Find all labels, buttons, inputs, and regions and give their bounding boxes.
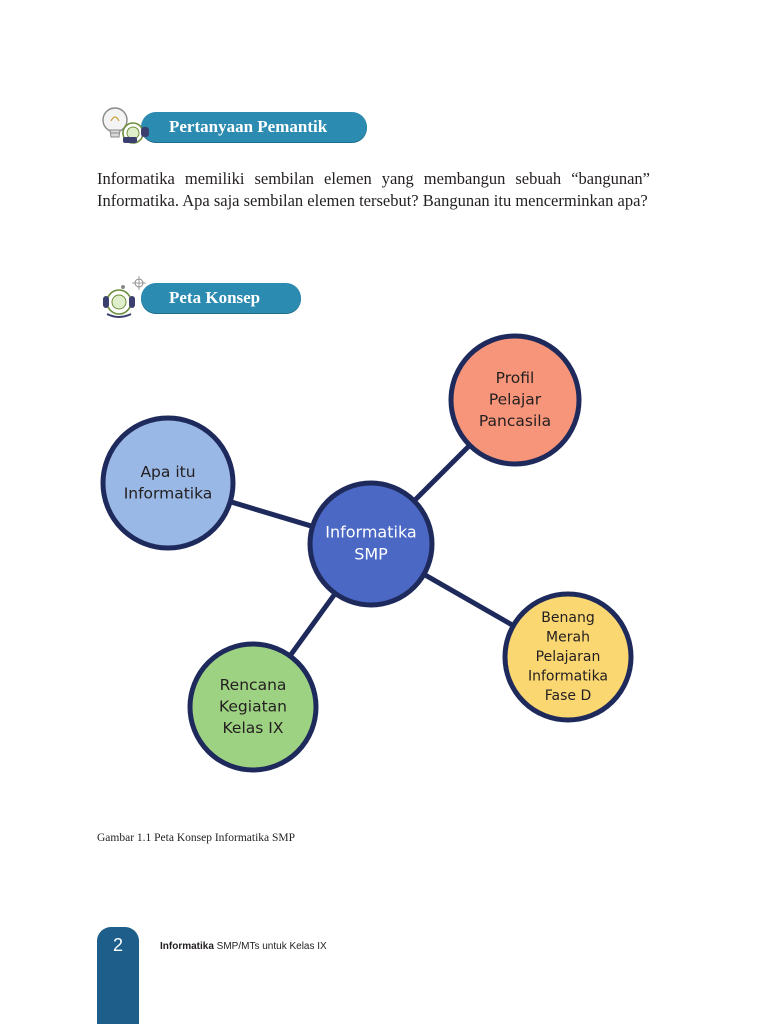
section-header-pertanyaan-pemantik: Pertanyaan Pemantik [97, 103, 367, 151]
running-footer: Informatika SMP/MTs untuk Kelas IX [160, 941, 327, 952]
concept-label: Benang [541, 610, 594, 626]
concept-label: Merah [546, 630, 590, 646]
lightbulb-icon [97, 103, 157, 151]
section-title: Pertanyaan Pemantik [169, 117, 327, 137]
concept-label: Kelas IX [223, 719, 284, 737]
concept-label: Informatika [528, 669, 608, 685]
concept-circle [103, 418, 233, 548]
concept-label: Pelajar [489, 391, 542, 409]
atom-lightbulb-icon [97, 274, 157, 322]
concept-edge [414, 445, 470, 501]
concept-label: Pancasila [479, 412, 551, 430]
concept-label: Pelajaran [536, 649, 601, 665]
concept-label: Fase D [545, 688, 591, 704]
concept-edge [230, 502, 312, 527]
concept-label: Profil [496, 369, 535, 387]
section-title-pill: Peta Konsep [141, 283, 301, 313]
book-title-rest: SMP/MTs untuk Kelas IX [214, 941, 327, 952]
page-number-tab: 2 [97, 927, 139, 1024]
concept-edge [424, 574, 513, 625]
section-header-peta-konsep: Peta Konsep [97, 274, 301, 322]
section-title: Peta Konsep [169, 288, 260, 308]
section-title-pill: Pertanyaan Pemantik [141, 112, 367, 142]
concept-label: Rencana [220, 676, 287, 694]
concept-edge [290, 593, 335, 656]
concept-label: Informatika [325, 523, 416, 542]
page-number: 2 [97, 935, 139, 956]
intro-paragraph: Informatika memiliki sembilan elemen yan… [97, 168, 650, 212]
concept-label: Informatika [124, 484, 213, 502]
figure-caption: Gambar 1.1 Peta Konsep Informatika SMP [97, 832, 295, 844]
book-title-bold: Informatika [160, 941, 214, 952]
concept-label: SMP [354, 545, 388, 564]
concept-label: Kegiatan [219, 698, 287, 716]
concept-label: Apa itu [140, 463, 195, 481]
